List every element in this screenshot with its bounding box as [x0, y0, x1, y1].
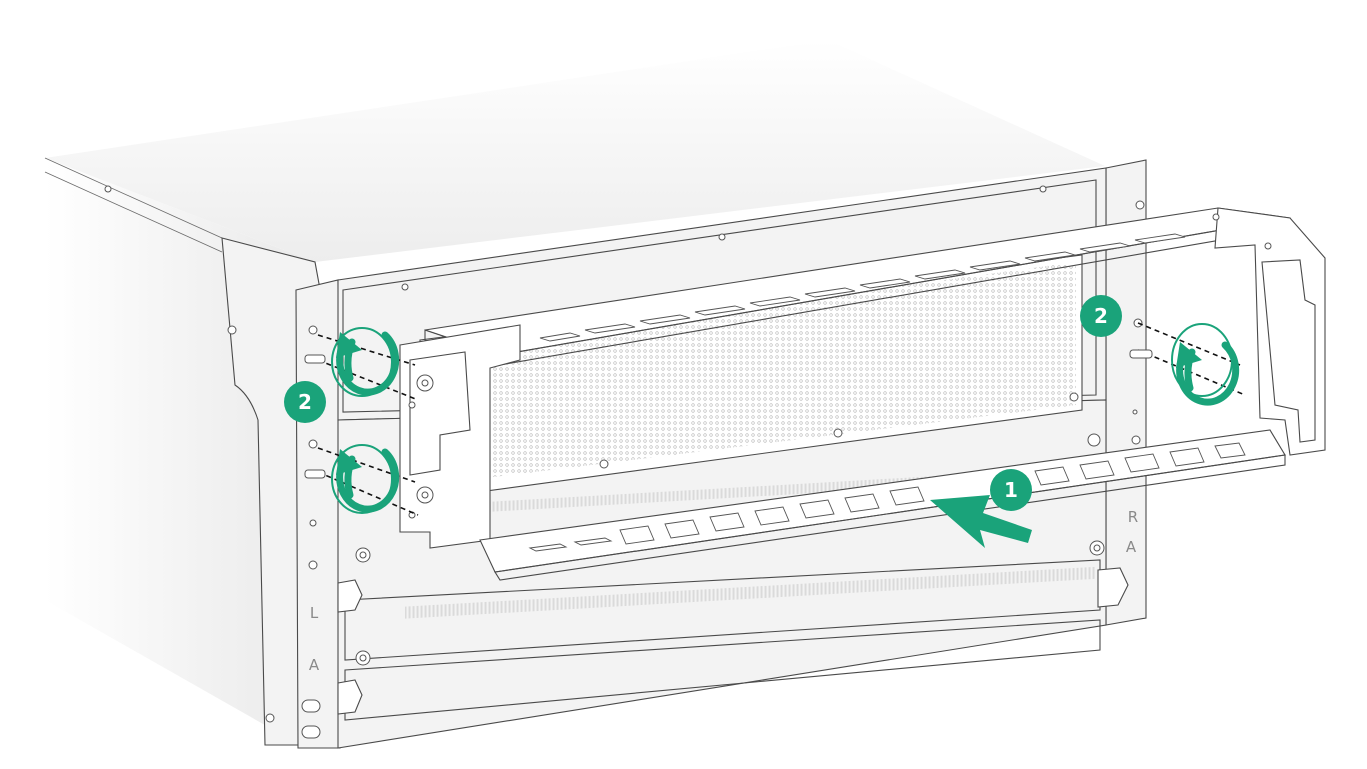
rotate-clockwise-icon: [331, 327, 400, 397]
rotate-clockwise-icon: [1171, 323, 1240, 406]
chassis-mark-A-left: A: [309, 656, 320, 674]
tray-top-slots: [539, 233, 1186, 342]
chassis-mark-A-right: A: [1126, 538, 1137, 556]
chassis-mark-R: R: [1128, 508, 1138, 526]
chassis-mark-L: L: [310, 604, 319, 622]
latch-left-bottom: [337, 679, 363, 715]
step-label-2-right: 2: [1094, 304, 1108, 328]
step-label-1: 1: [1004, 478, 1018, 502]
step-label-2-left: 2: [298, 390, 312, 414]
tray-right-bracket: [1214, 207, 1326, 456]
step-callout-2-left: 2: [284, 381, 326, 423]
cable-tray: [399, 207, 1326, 581]
step-callout-2-right: 2: [1080, 295, 1122, 337]
latch-left-top: [337, 579, 363, 613]
rotate-clockwise-icon: [331, 444, 400, 514]
latch-right: [1097, 567, 1129, 608]
insert-arrow-icon: [930, 495, 1032, 548]
guide-pins: [304, 349, 1153, 479]
chassis-top: [45, 40, 1105, 262]
step-callout-1: 1: [990, 469, 1032, 511]
tray-bottom-slots: [528, 442, 1246, 552]
